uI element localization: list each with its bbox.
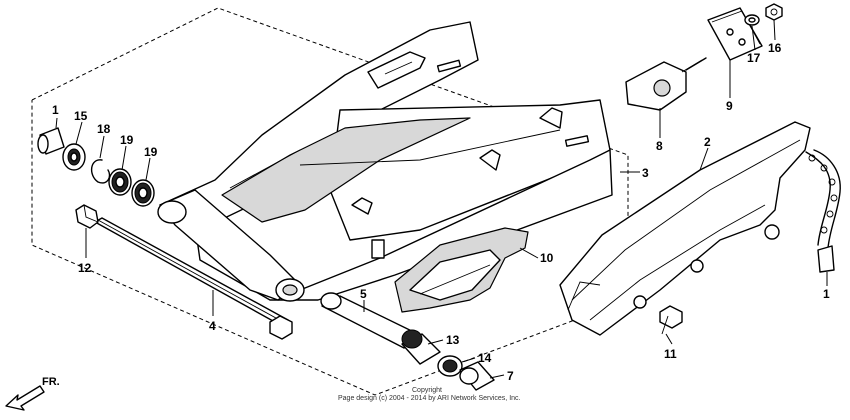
- callout-19b: 19: [144, 145, 158, 159]
- callout-2: 2: [704, 135, 711, 149]
- leader-lines: [55, 19, 828, 379]
- oil-seal-15: [62, 143, 86, 171]
- collar-6: [37, 127, 65, 155]
- callout-3: 3: [642, 166, 649, 180]
- callout-17: 17: [747, 51, 761, 65]
- right-pivot-parts[interactable]: [320, 292, 495, 391]
- bolt-11[interactable]: [659, 305, 683, 335]
- chain-adjuster-8[interactable]: [625, 57, 707, 111]
- copyright-block: Copyright Page design (c) 2004 - 2014 by…: [338, 387, 521, 402]
- front-label: FR.: [42, 376, 60, 388]
- callout-15: 15: [74, 109, 88, 123]
- copyright-title: Copyright: [412, 387, 442, 394]
- callout-4: 4: [209, 319, 216, 333]
- washer-17[interactable]: [744, 14, 760, 26]
- copyright-text: Page design (c) 2004 - 2014 by ARI Netwo…: [338, 395, 521, 402]
- circlip-18: [91, 159, 111, 184]
- callout-1: 1: [823, 287, 830, 301]
- chain-slider[interactable]: [394, 227, 529, 313]
- callout-labels: 1 15 18 19 19 12 4 5 13 14 7 10 3 2 1 8 …: [52, 41, 830, 383]
- callout-16: 16: [768, 41, 782, 55]
- callout-8: 8: [656, 139, 663, 153]
- callout-19a: 19: [120, 133, 134, 147]
- nut-16[interactable]: [765, 3, 783, 21]
- bearing-19b: [131, 179, 155, 207]
- callout-11: 11: [664, 347, 677, 361]
- callout-13: 13: [446, 333, 460, 347]
- drive-chain[interactable]: [805, 149, 841, 273]
- pivot-axle[interactable]: [75, 204, 293, 340]
- callout-18: 18: [97, 122, 111, 136]
- callout-9: 9: [726, 99, 733, 113]
- adjuster-plate-9[interactable]: [707, 7, 763, 61]
- callout-5: 5: [360, 287, 367, 301]
- callout-12: 12: [78, 261, 92, 275]
- callout-7: 7: [507, 369, 514, 383]
- bearing-19a: [108, 168, 132, 196]
- swingarm[interactable]: [157, 21, 613, 302]
- front-direction-indicator: FR.: [5, 376, 60, 411]
- bearing-stack[interactable]: [37, 127, 155, 207]
- callout-14: 14: [478, 351, 492, 365]
- chain-case[interactable]: [559, 121, 811, 336]
- arrow-icon: [5, 385, 45, 411]
- callout-10: 10: [540, 251, 554, 265]
- callout-6: 1: [52, 103, 59, 117]
